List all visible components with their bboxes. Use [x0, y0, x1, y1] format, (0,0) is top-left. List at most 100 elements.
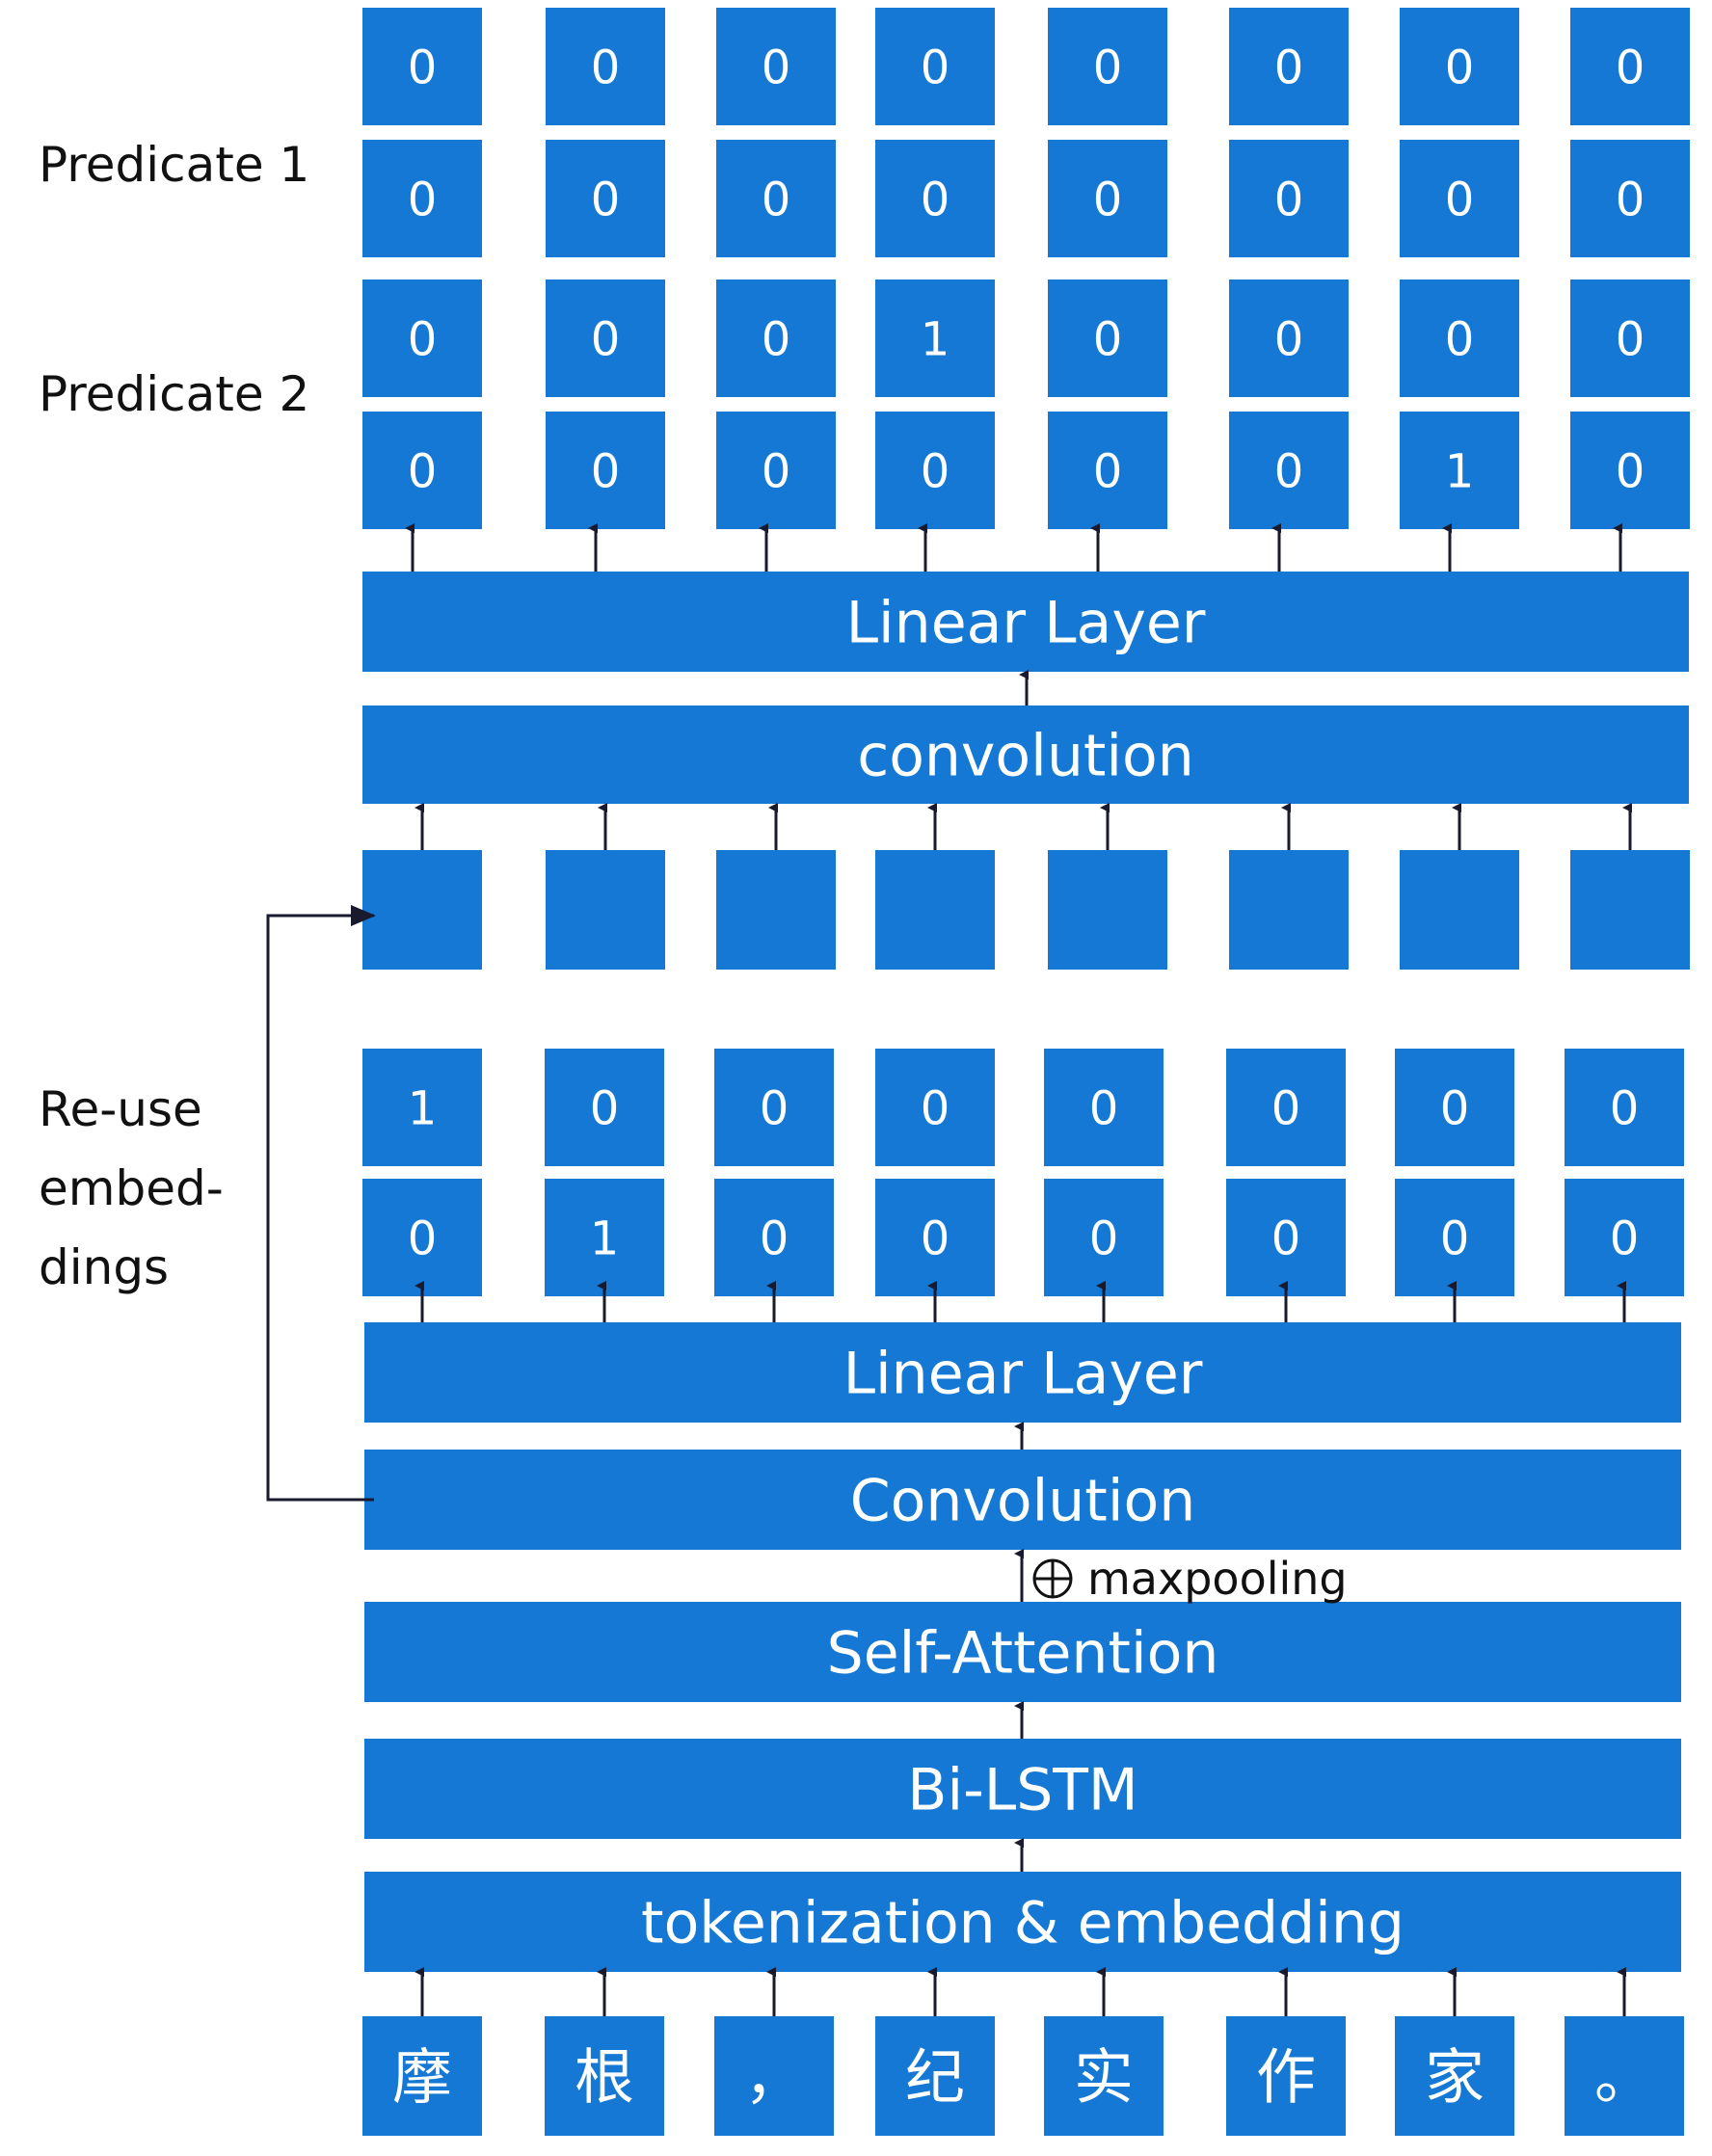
entity-row-1-cell-box	[362, 1049, 482, 1166]
entity-row-2-cell-value: 0	[1271, 1211, 1301, 1265]
entity-row-2-cell-value: 1	[590, 1211, 620, 1265]
top-linear-layer-label: Linear Layer	[846, 590, 1206, 657]
entity-row-2-cell-value: 0	[1440, 1211, 1470, 1265]
entity-row-2-cell-box	[875, 1179, 995, 1296]
convolution-layer-label: Convolution	[850, 1468, 1195, 1535]
embedding-cell	[1048, 850, 1167, 970]
predicate-2-row-1-cell-box	[716, 279, 836, 397]
embedding-cell	[1229, 850, 1349, 970]
predicate-1-row-2-cell-value: 0	[1616, 173, 1645, 226]
linear-layer-box	[364, 1322, 1681, 1423]
predicate-1-row-1-cell: 0	[1048, 8, 1167, 125]
predicate-2-row-1-cell-value: 0	[762, 312, 791, 366]
embedding-cell	[716, 850, 836, 970]
predicate-2-row-1-cell-box	[1048, 279, 1167, 397]
entity-row-2-cell: 1	[545, 1179, 664, 1296]
convolution-layer-box	[364, 1450, 1681, 1550]
entity-row-2-cell-box	[714, 1179, 834, 1296]
self-attention-layer: Self-Attention	[364, 1602, 1681, 1702]
predicate-1-row-2-cell-value: 0	[1274, 173, 1304, 226]
predicate-1-row-2-cell: 0	[1229, 140, 1349, 257]
predicate-2-label: Predicate 2	[39, 366, 310, 422]
predicate-2-row-1-cell-box	[875, 279, 995, 397]
token-text: 作	[1256, 2041, 1316, 2112]
predicate-2-row-2-cell: 0	[362, 412, 482, 529]
predicate-2-row-2-cell-box	[1570, 412, 1690, 529]
token-box	[545, 2016, 664, 2136]
predicate-2-row-1-cell-value: 0	[1445, 312, 1475, 366]
predicate-2-row-2-cell: 0	[1229, 412, 1349, 529]
embedding-cell	[1400, 850, 1519, 970]
predicate-1-row-2-cell-value: 0	[1445, 173, 1475, 226]
entity-row-1-cell: 0	[875, 1049, 995, 1166]
entity-row-1-cell-box	[875, 1049, 995, 1166]
predicate-2-row-1-cell-box	[362, 279, 482, 397]
token-text: 纪	[905, 2041, 965, 2112]
predicate-1-row-2-cell-box	[875, 140, 995, 257]
predicate-1-row-1-cell-box	[546, 8, 665, 125]
entity-row-2-cell: 0	[1226, 1179, 1346, 1296]
entity-row-1-cell-value: 1	[408, 1081, 438, 1135]
embedding-cell-box	[1048, 850, 1167, 970]
predicate-2-row-2-cell-value: 0	[1093, 444, 1123, 498]
predicate-2-row-2-cell-value: 0	[1274, 444, 1304, 498]
self-attention-layer-label: Self-Attention	[827, 1620, 1219, 1688]
predicate-2-row-1-cell: 0	[362, 279, 482, 397]
tokenization-embedding-layer: tokenization & embedding	[364, 1872, 1681, 1972]
predicate-1-row-2-cell: 0	[1400, 140, 1519, 257]
token-text: 实	[1074, 2041, 1134, 2112]
predicate-2-row-2-cell-value: 1	[1445, 444, 1475, 498]
convolution-layer: Convolution	[364, 1450, 1681, 1550]
entity-row-1-cell: 0	[1226, 1049, 1346, 1166]
predicate-2-row-2-cell-box	[546, 412, 665, 529]
predicate-1-row-1-cell-value: 0	[591, 40, 621, 94]
predicate-1-label: Predicate 1	[39, 137, 310, 193]
self-attention-layer-box	[364, 1602, 1681, 1702]
predicate-1-row-2-cell-value: 0	[591, 173, 621, 226]
token-text: 家	[1425, 2041, 1485, 2112]
predicate-1-row-1-cell-value: 0	[408, 40, 438, 94]
predicate-2-row-2-cell: 0	[1048, 412, 1167, 529]
predicate-1-row-2-cell-box	[716, 140, 836, 257]
predicate-2-row-1-cell-box	[1570, 279, 1690, 397]
predicate-2-row-2-cell-box	[1048, 412, 1167, 529]
entity-row-1-cell-box	[1395, 1049, 1514, 1166]
predicate-2-row-2-cell-box	[1229, 412, 1349, 529]
predicate-1-row-1-cell-value: 0	[1093, 40, 1123, 94]
predicate-2-row-1-cell-value: 0	[1274, 312, 1304, 366]
predicate-1-row-1-cell: 0	[875, 8, 995, 125]
entity-row-1-cell: 1	[362, 1049, 482, 1166]
entity-row-2-cell-box	[545, 1179, 664, 1296]
entity-row-2-cell-box	[1565, 1179, 1684, 1296]
predicate-1-row-1-cell: 0	[1400, 8, 1519, 125]
predicate-2-row-1-cell: 0	[1048, 279, 1167, 397]
predicate-2-row-1-cell-box	[1400, 279, 1519, 397]
predicate-1-row-1-cell-value: 0	[762, 40, 791, 94]
predicate-2-row-2-cell: 0	[875, 412, 995, 529]
token-cell: 作	[1226, 2016, 1346, 2136]
predicate-2-row-1-cell-value: 0	[1093, 312, 1123, 366]
predicate-2-row-2-cell-value: 0	[921, 444, 950, 498]
token-box	[1395, 2016, 1514, 2136]
entity-row-1-cell-value: 0	[921, 1081, 950, 1135]
predicate-2-row-1-cell-box	[546, 279, 665, 397]
entity-row-2-cell: 0	[1395, 1179, 1514, 1296]
embedding-cell	[875, 850, 995, 970]
predicate-1-row-2-cell-value: 0	[921, 173, 950, 226]
top-linear-layer: Linear Layer	[362, 572, 1689, 672]
reuse-embeddings-line-2: embed-	[39, 1160, 224, 1216]
predicate-2-row-1-cell: 0	[1229, 279, 1349, 397]
entity-row-2-cell-value: 0	[1089, 1211, 1119, 1265]
embedding-cell	[546, 850, 665, 970]
predicate-1-row-1-cell: 0	[1229, 8, 1349, 125]
predicate-2-row-2-cell-value: 0	[408, 444, 438, 498]
entity-row-1-cell-box	[1044, 1049, 1164, 1166]
predicate-1-row-2-cell-box	[1400, 140, 1519, 257]
predicate-2-row-2-cell: 1	[1400, 412, 1519, 529]
token-box	[714, 2016, 834, 2136]
entity-row-2-cell-value: 0	[760, 1211, 789, 1265]
predicate-2-row-1-cell-box	[1229, 279, 1349, 397]
predicate-2-row-1-cell: 0	[716, 279, 836, 397]
predicate-2-row-2-cell: 0	[1570, 412, 1690, 529]
token-cell: 家	[1395, 2016, 1514, 2136]
